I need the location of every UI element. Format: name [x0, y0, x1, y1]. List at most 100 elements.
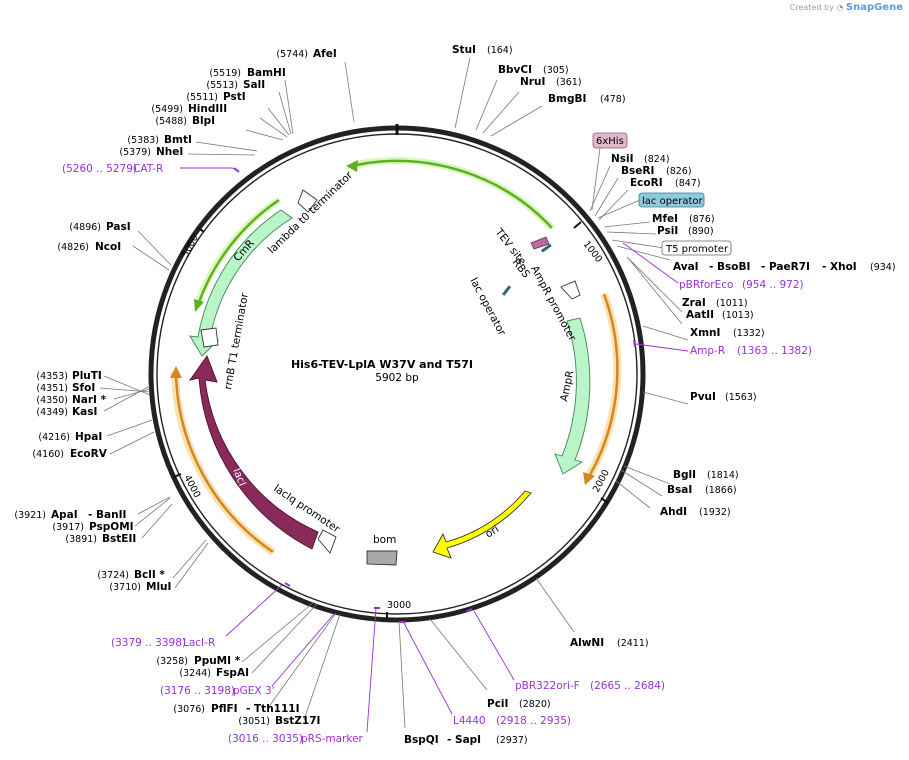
site-hpai[interactable]: HpaI [75, 431, 102, 443]
his-tag-box[interactable] [592, 132, 628, 149]
site-bamhi[interactable]: BamHI [247, 67, 286, 79]
site-xmni[interactable]: XmnI [690, 327, 720, 339]
site-ahdi[interactable]: AhdI [660, 506, 687, 518]
site-pos-bsteii: (3891) [65, 534, 97, 545]
site-sali[interactable]: SalI [243, 79, 265, 91]
site-bseri[interactable]: BseRI [621, 165, 654, 177]
site-afei[interactable]: AfeI [313, 48, 337, 60]
site-bgli[interactable]: BglI [673, 469, 696, 481]
orf-left-arrowhead [194, 299, 204, 312]
site-hindiii[interactable]: HindIII [188, 103, 227, 115]
site-banii[interactable]: - BanII [88, 509, 126, 521]
primers: (5260 .. 5279) CAT-R pBRforEco (954 .. 9… [62, 163, 812, 745]
primer-pbrforeco[interactable]: pBRforEco [679, 279, 733, 291]
primer-prs-marker[interactable]: pRS-marker [301, 733, 364, 745]
site-pvui[interactable]: PvuI [690, 391, 716, 403]
primer-l4440[interactable]: L4440 [453, 715, 486, 727]
laci-feature[interactable] [188, 355, 319, 550]
lac-operator-inner-feature[interactable] [502, 285, 512, 296]
brand-name: SnapGene [845, 2, 903, 13]
primer-amp-r[interactable]: Amp-R [690, 345, 725, 357]
rrnb-t1-terminator-feature[interactable] [200, 327, 219, 348]
site-apai[interactable]: ApaI [51, 509, 78, 521]
site-psti[interactable]: PstI [223, 91, 246, 103]
site-bspqi[interactable]: BspQI [404, 734, 439, 746]
rbs-feature[interactable] [541, 243, 552, 253]
site-mlui[interactable]: MluI [146, 581, 171, 593]
site-bcli[interactable]: BclI * [134, 569, 165, 581]
ampr-promoter-feature[interactable] [560, 280, 581, 300]
primer-cat-r[interactable]: CAT-R [133, 163, 163, 175]
primer-marks [233, 167, 636, 623]
site-pos-nsii: (824) [644, 154, 670, 165]
site-paer7i[interactable]: - PaeR7I [761, 261, 810, 273]
lambda-t0-terminator-feature[interactable] [297, 189, 318, 213]
site-ppumi[interactable]: PpuMI * [194, 655, 241, 667]
site-pluti[interactable]: PluTI [72, 370, 102, 382]
site-pflfi[interactable]: PflFI [211, 703, 238, 715]
primer-range-prs-marker: (3016 .. 3035) [228, 733, 303, 745]
site-fspai[interactable]: FspAI [216, 667, 249, 679]
tev-site-feature[interactable] [530, 236, 550, 250]
site-psii[interactable]: PsiI [657, 225, 678, 237]
site-sapi[interactable]: - SapI [447, 734, 481, 746]
site-avai[interactable]: AvaI [673, 261, 699, 273]
site-bsai[interactable]: BsaI [667, 484, 692, 496]
site-pos-ahdi: (1932) [699, 507, 731, 518]
site-ecorv[interactable]: EcoRV [70, 448, 108, 460]
tick-label-1000: 1000 [581, 239, 605, 265]
primer-pbr322ori-f[interactable]: pBR322ori-F [515, 680, 580, 692]
site-nsii[interactable]: NsiI [611, 153, 634, 165]
site-bsobi[interactable]: - BsoBI [709, 261, 750, 273]
t5-promoter-box[interactable] [661, 240, 732, 256]
lac-operator-inner-label: lac operator [467, 276, 508, 338]
site-blpi[interactable]: BlpI [192, 115, 215, 127]
primer-pgex3[interactable]: pGEX 3' [233, 685, 275, 697]
ori-feature[interactable] [432, 490, 532, 559]
site-pos-ecorv: (4160) [32, 449, 64, 460]
lac-operator-box[interactable] [638, 192, 705, 208]
orf-top-arrowhead [346, 160, 358, 172]
site-pos-hindiii: (5499) [151, 104, 183, 115]
site-nrui[interactable]: NruI [520, 76, 545, 88]
bom-label: bom [373, 534, 396, 546]
primer-laci-r[interactable]: LacI-R [183, 637, 215, 649]
site-mfei[interactable]: MfeI [652, 213, 678, 225]
site-pos-nrui: (361) [556, 77, 582, 88]
site-alwni[interactable]: AlwNI [570, 637, 604, 649]
cmr-feature[interactable] [189, 209, 293, 357]
primer-mark-cat-r [233, 167, 240, 173]
site-nhei[interactable]: NheI [156, 146, 183, 158]
site-kasi[interactable]: KasI [72, 406, 97, 418]
site-pos-xmni: (1332) [733, 328, 765, 339]
tick-label-5000: 5000 [180, 233, 201, 260]
site-ncoi[interactable]: NcoI [95, 241, 121, 253]
site-pasi[interactable]: PasI [106, 221, 131, 233]
site-aatii[interactable]: AatII [686, 309, 714, 321]
tick-5000 [196, 226, 205, 233]
site-bbvci[interactable]: BbvCI [498, 64, 532, 76]
site-bstz17i[interactable]: BstZ17I [275, 715, 320, 727]
site-pos-blpi: (5488) [155, 116, 187, 127]
bom-feature[interactable] [366, 550, 398, 566]
ampr-feature[interactable] [554, 317, 591, 475]
site-bsteii[interactable]: BstEII [102, 533, 136, 545]
site-bmti[interactable]: BmtI [164, 134, 192, 146]
site-tth111i[interactable]: - Tth111I [246, 703, 300, 715]
laciq-promoter-feature[interactable] [317, 529, 337, 554]
site-pos-nhei: (5379) [119, 147, 151, 158]
site-pos-psii: (890) [688, 226, 714, 237]
site-pcii[interactable]: PciI [487, 698, 508, 710]
site-pos-psti: (5511) [186, 92, 218, 103]
site-bmgbi[interactable]: BmgBI [548, 93, 586, 105]
site-pspomi[interactable]: PspOMI [89, 521, 134, 533]
site-pos-pspomi: (3917) [52, 522, 84, 533]
site-sfoi[interactable]: SfoI [72, 382, 95, 394]
rbs-label: RBS [510, 256, 533, 280]
site-ecori[interactable]: EcoRI [630, 177, 663, 189]
site-xhoi[interactable]: - XhoI [822, 261, 857, 273]
site-zrai[interactable]: ZraI [682, 297, 706, 309]
site-stui[interactable]: StuI [452, 44, 476, 56]
site-nari[interactable]: NarI * [72, 394, 107, 406]
